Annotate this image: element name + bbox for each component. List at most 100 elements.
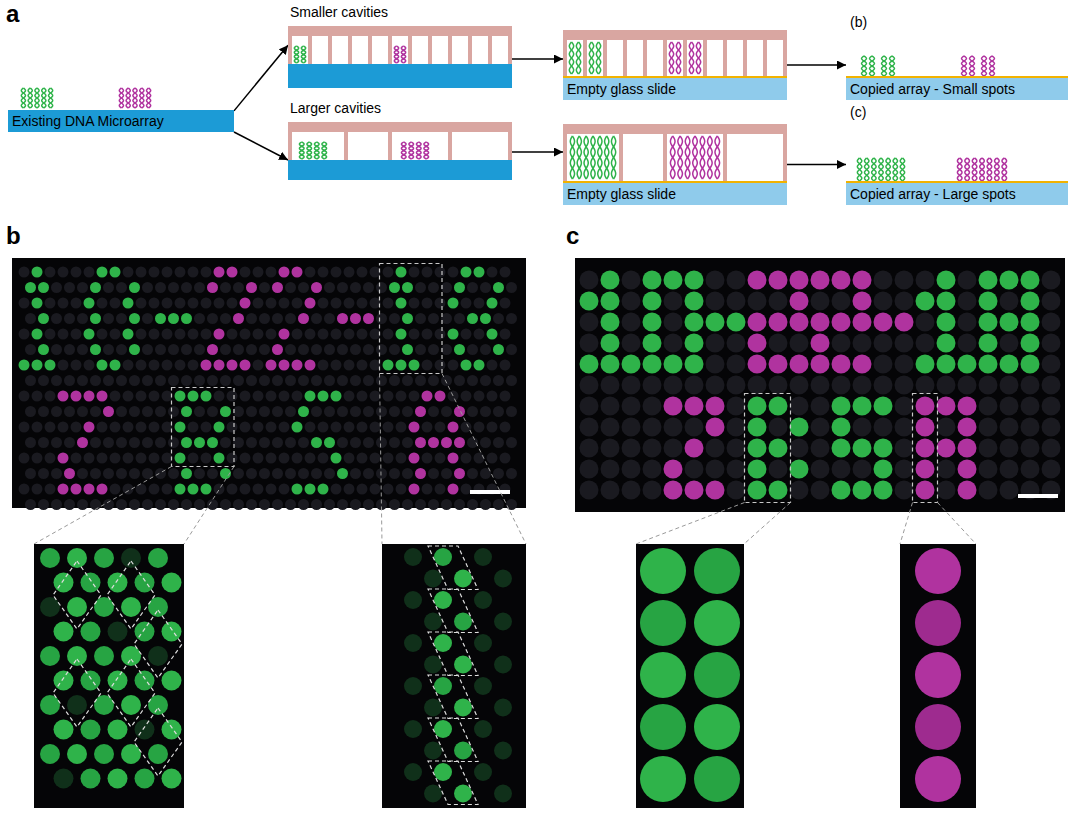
- dna-spot: [769, 481, 788, 500]
- dna-spot: [601, 334, 620, 353]
- dna-spot: [64, 499, 75, 510]
- dna-spot: [402, 406, 413, 417]
- dna-spot: [214, 422, 225, 433]
- dna-strand: [307, 142, 312, 159]
- dna-spot: [344, 453, 355, 464]
- slide-coating: [846, 76, 1068, 78]
- dna-strand: [1002, 158, 1007, 181]
- dna-spot: [448, 391, 459, 402]
- dna-spot: [253, 329, 264, 340]
- dna-spot: [292, 453, 303, 464]
- dna-spot: [467, 282, 478, 293]
- stamp-pillar: [328, 36, 332, 64]
- dna-spot: [90, 437, 101, 448]
- stamp-pillar: [468, 36, 472, 64]
- dna-spot: [706, 292, 725, 311]
- dna-strand: [893, 158, 897, 181]
- dna-spot: [454, 742, 472, 760]
- stamp-heading: Larger cavities: [290, 100, 381, 116]
- dna-spot: [748, 397, 767, 416]
- dna-spot: [435, 329, 446, 340]
- dna-spot: [71, 484, 82, 495]
- dna-spot: [916, 355, 935, 374]
- dna-spot: [142, 344, 153, 355]
- dna-spot: [272, 468, 283, 479]
- dna-spot: [253, 298, 264, 309]
- dna-spot: [19, 484, 30, 495]
- dna-strand: [42, 88, 46, 108]
- dna-spot: [71, 329, 82, 340]
- dna-spot: [409, 453, 420, 464]
- dna-spot: [916, 271, 935, 290]
- dna-spot: [979, 418, 998, 437]
- spot-group-outline: [53, 659, 101, 727]
- zoom-leader-line: [744, 503, 791, 545]
- dna-spot: [220, 437, 231, 448]
- dna-spot: [937, 418, 956, 437]
- dna-spot: [214, 453, 225, 464]
- dna-spot: [487, 267, 498, 278]
- spot-group-outline: [428, 632, 478, 676]
- dna-spot: [580, 376, 599, 395]
- dna-spot: [434, 677, 452, 695]
- dna-spot: [246, 499, 257, 510]
- dna-strand: [965, 158, 970, 181]
- dna-spot: [188, 360, 199, 371]
- dna-spot: [376, 344, 387, 355]
- dna-spot: [97, 484, 108, 495]
- dna-spot: [389, 437, 400, 448]
- dna-spot: [474, 634, 492, 652]
- dna-spot: [937, 355, 956, 374]
- dna-spot: [38, 344, 49, 355]
- dna-strand: [882, 56, 887, 76]
- dna-spot: [162, 391, 173, 402]
- dna-spot: [344, 391, 355, 402]
- dna-spot: [350, 344, 361, 355]
- spot-group-outline: [428, 718, 478, 762]
- dna-spot: [207, 406, 218, 417]
- dna-spot: [136, 360, 147, 371]
- dna-spot: [90, 406, 101, 417]
- dna-spot: [454, 613, 472, 631]
- dna-spot: [363, 406, 374, 417]
- dna-spot: [685, 397, 704, 416]
- dna-spot: [64, 375, 75, 386]
- dna-spot: [129, 499, 140, 510]
- dna-spot: [25, 406, 36, 417]
- dna-spot: [916, 397, 935, 416]
- dna-spot: [331, 298, 342, 309]
- dna-spot: [97, 298, 108, 309]
- dna-spot: [84, 391, 95, 402]
- dna-spot: [1042, 313, 1061, 332]
- dna-spot: [266, 267, 277, 278]
- dna-strand: [605, 136, 609, 179]
- dna-spot: [64, 313, 75, 324]
- dna-spot: [402, 499, 413, 510]
- dna-strand: [685, 136, 690, 179]
- dna-spot: [409, 267, 420, 278]
- dna-spot: [181, 406, 192, 417]
- dna-spot: [853, 460, 872, 479]
- dna-spot: [162, 422, 173, 433]
- dna-spot: [25, 282, 36, 293]
- dna-spot: [149, 267, 160, 278]
- dna-spot: [500, 391, 511, 402]
- dna-spot: [214, 391, 225, 402]
- dna-spot: [110, 484, 121, 495]
- dna-spot: [279, 267, 290, 278]
- dna-spot: [487, 391, 498, 402]
- dna-spot: [389, 499, 400, 510]
- dna-spot: [324, 282, 335, 293]
- dna-spot: [311, 406, 322, 417]
- dna-spot: [428, 344, 439, 355]
- dna-strand: [140, 88, 144, 108]
- dna-spot: [685, 334, 704, 353]
- dna-spot: [895, 481, 914, 500]
- dna-spot: [580, 460, 599, 479]
- zoom-leader-line: [34, 467, 172, 545]
- dna-spot: [84, 329, 95, 340]
- dna-spot: [103, 344, 114, 355]
- dna-spot: [979, 397, 998, 416]
- dna-strand: [133, 88, 137, 108]
- dna-spot: [136, 422, 147, 433]
